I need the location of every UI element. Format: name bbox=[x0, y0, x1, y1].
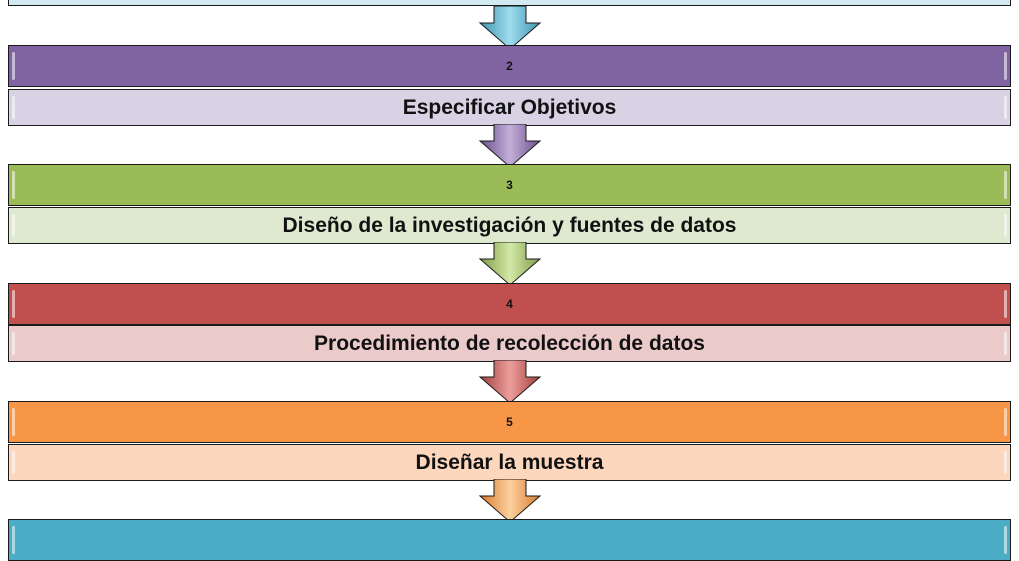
step-3-number: 3 bbox=[506, 178, 513, 192]
step-4-number: 4 bbox=[506, 297, 513, 311]
step-2-label-bar: Especificar Objetivos bbox=[8, 89, 1011, 126]
step-4-number-bar: 4 bbox=[8, 283, 1011, 325]
arrow-down-icon bbox=[478, 6, 542, 50]
step-2-number-bar: 2 bbox=[8, 45, 1011, 87]
step-3-number-bar: 3 bbox=[8, 164, 1011, 206]
step-3-label: Diseño de la investigación y fuentes de … bbox=[282, 213, 737, 237]
step-1-label bbox=[9, 0, 1010, 5]
step-6-number-bar bbox=[8, 519, 1011, 561]
step-6-number bbox=[9, 520, 1010, 560]
step-2-number: 2 bbox=[506, 59, 513, 73]
step-5-number-bar: 5 bbox=[8, 401, 1011, 443]
step-5-label-bar: Diseñar la muestra bbox=[8, 444, 1011, 481]
arrow-down-icon bbox=[478, 360, 542, 404]
arrow-down-icon bbox=[478, 124, 542, 168]
step-5-number: 5 bbox=[506, 415, 513, 429]
step-2-label: Especificar Objetivos bbox=[402, 95, 617, 119]
arrow-down-icon bbox=[478, 479, 542, 523]
step-4-label-bar: Procedimiento de recolección de datos bbox=[8, 325, 1011, 362]
step-5-label: Diseñar la muestra bbox=[415, 450, 604, 474]
arrow-down-icon bbox=[478, 242, 542, 286]
step-4-label: Procedimiento de recolección de datos bbox=[314, 331, 705, 355]
step-3-label-bar: Diseño de la investigación y fuentes de … bbox=[8, 207, 1011, 244]
